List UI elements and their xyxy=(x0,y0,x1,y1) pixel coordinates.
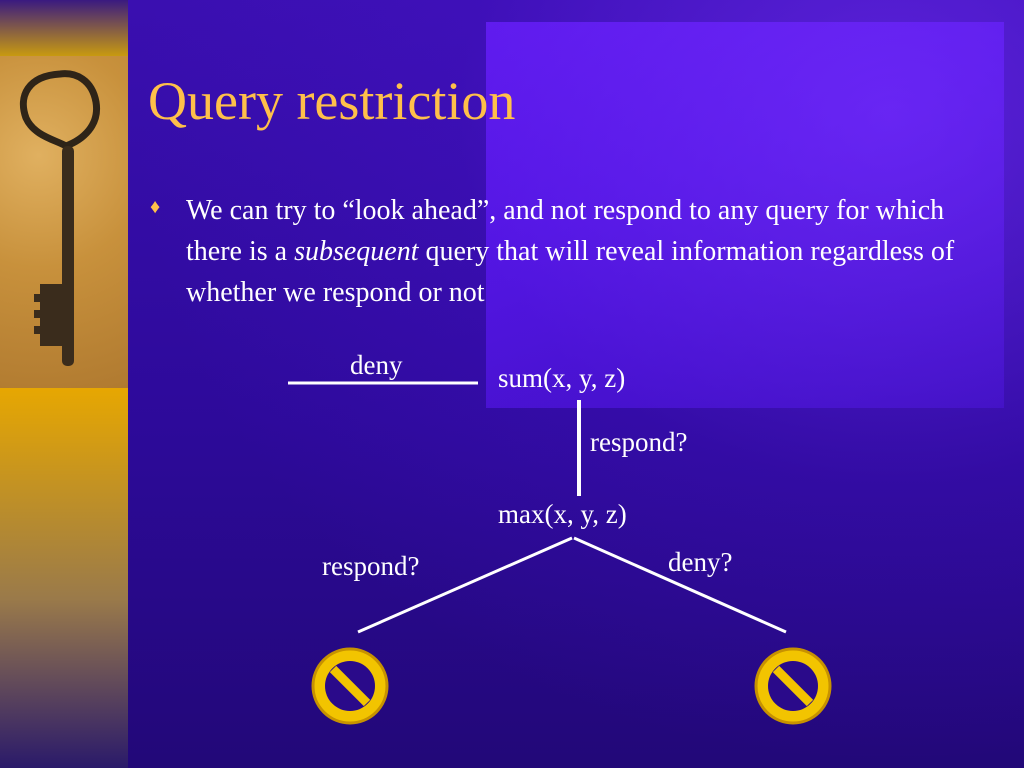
deny-label-right: deny? xyxy=(668,547,732,577)
sum-node: sum(x, y, z) xyxy=(498,363,625,393)
bullet-text: We can try to “look ahead”, and not resp… xyxy=(186,190,986,313)
left-branch-line xyxy=(357,536,573,634)
slide-title: Query restriction xyxy=(148,71,516,131)
right-branch-line xyxy=(573,536,787,634)
key-icon xyxy=(19,70,101,366)
bullet-text-start: We can try to “look ahead”, and not resp… xyxy=(186,195,945,267)
background-glow xyxy=(128,0,1024,768)
bullet-text-end: query that will reveal information regar… xyxy=(186,236,955,308)
left-accent-bar-top xyxy=(0,0,128,56)
diamond-bullet-icon: ♦ xyxy=(150,196,161,218)
bullet-text-emphasis: subsequent xyxy=(294,236,419,267)
deny-label: deny xyxy=(350,350,403,380)
respond-label-left: respond? xyxy=(322,551,419,581)
no-entry-icon xyxy=(311,647,389,725)
respond-label-top: respond? xyxy=(590,427,687,457)
max-node: max(x, y, z) xyxy=(498,499,627,529)
no-entry-icon xyxy=(754,647,832,725)
key-photo xyxy=(0,56,128,388)
